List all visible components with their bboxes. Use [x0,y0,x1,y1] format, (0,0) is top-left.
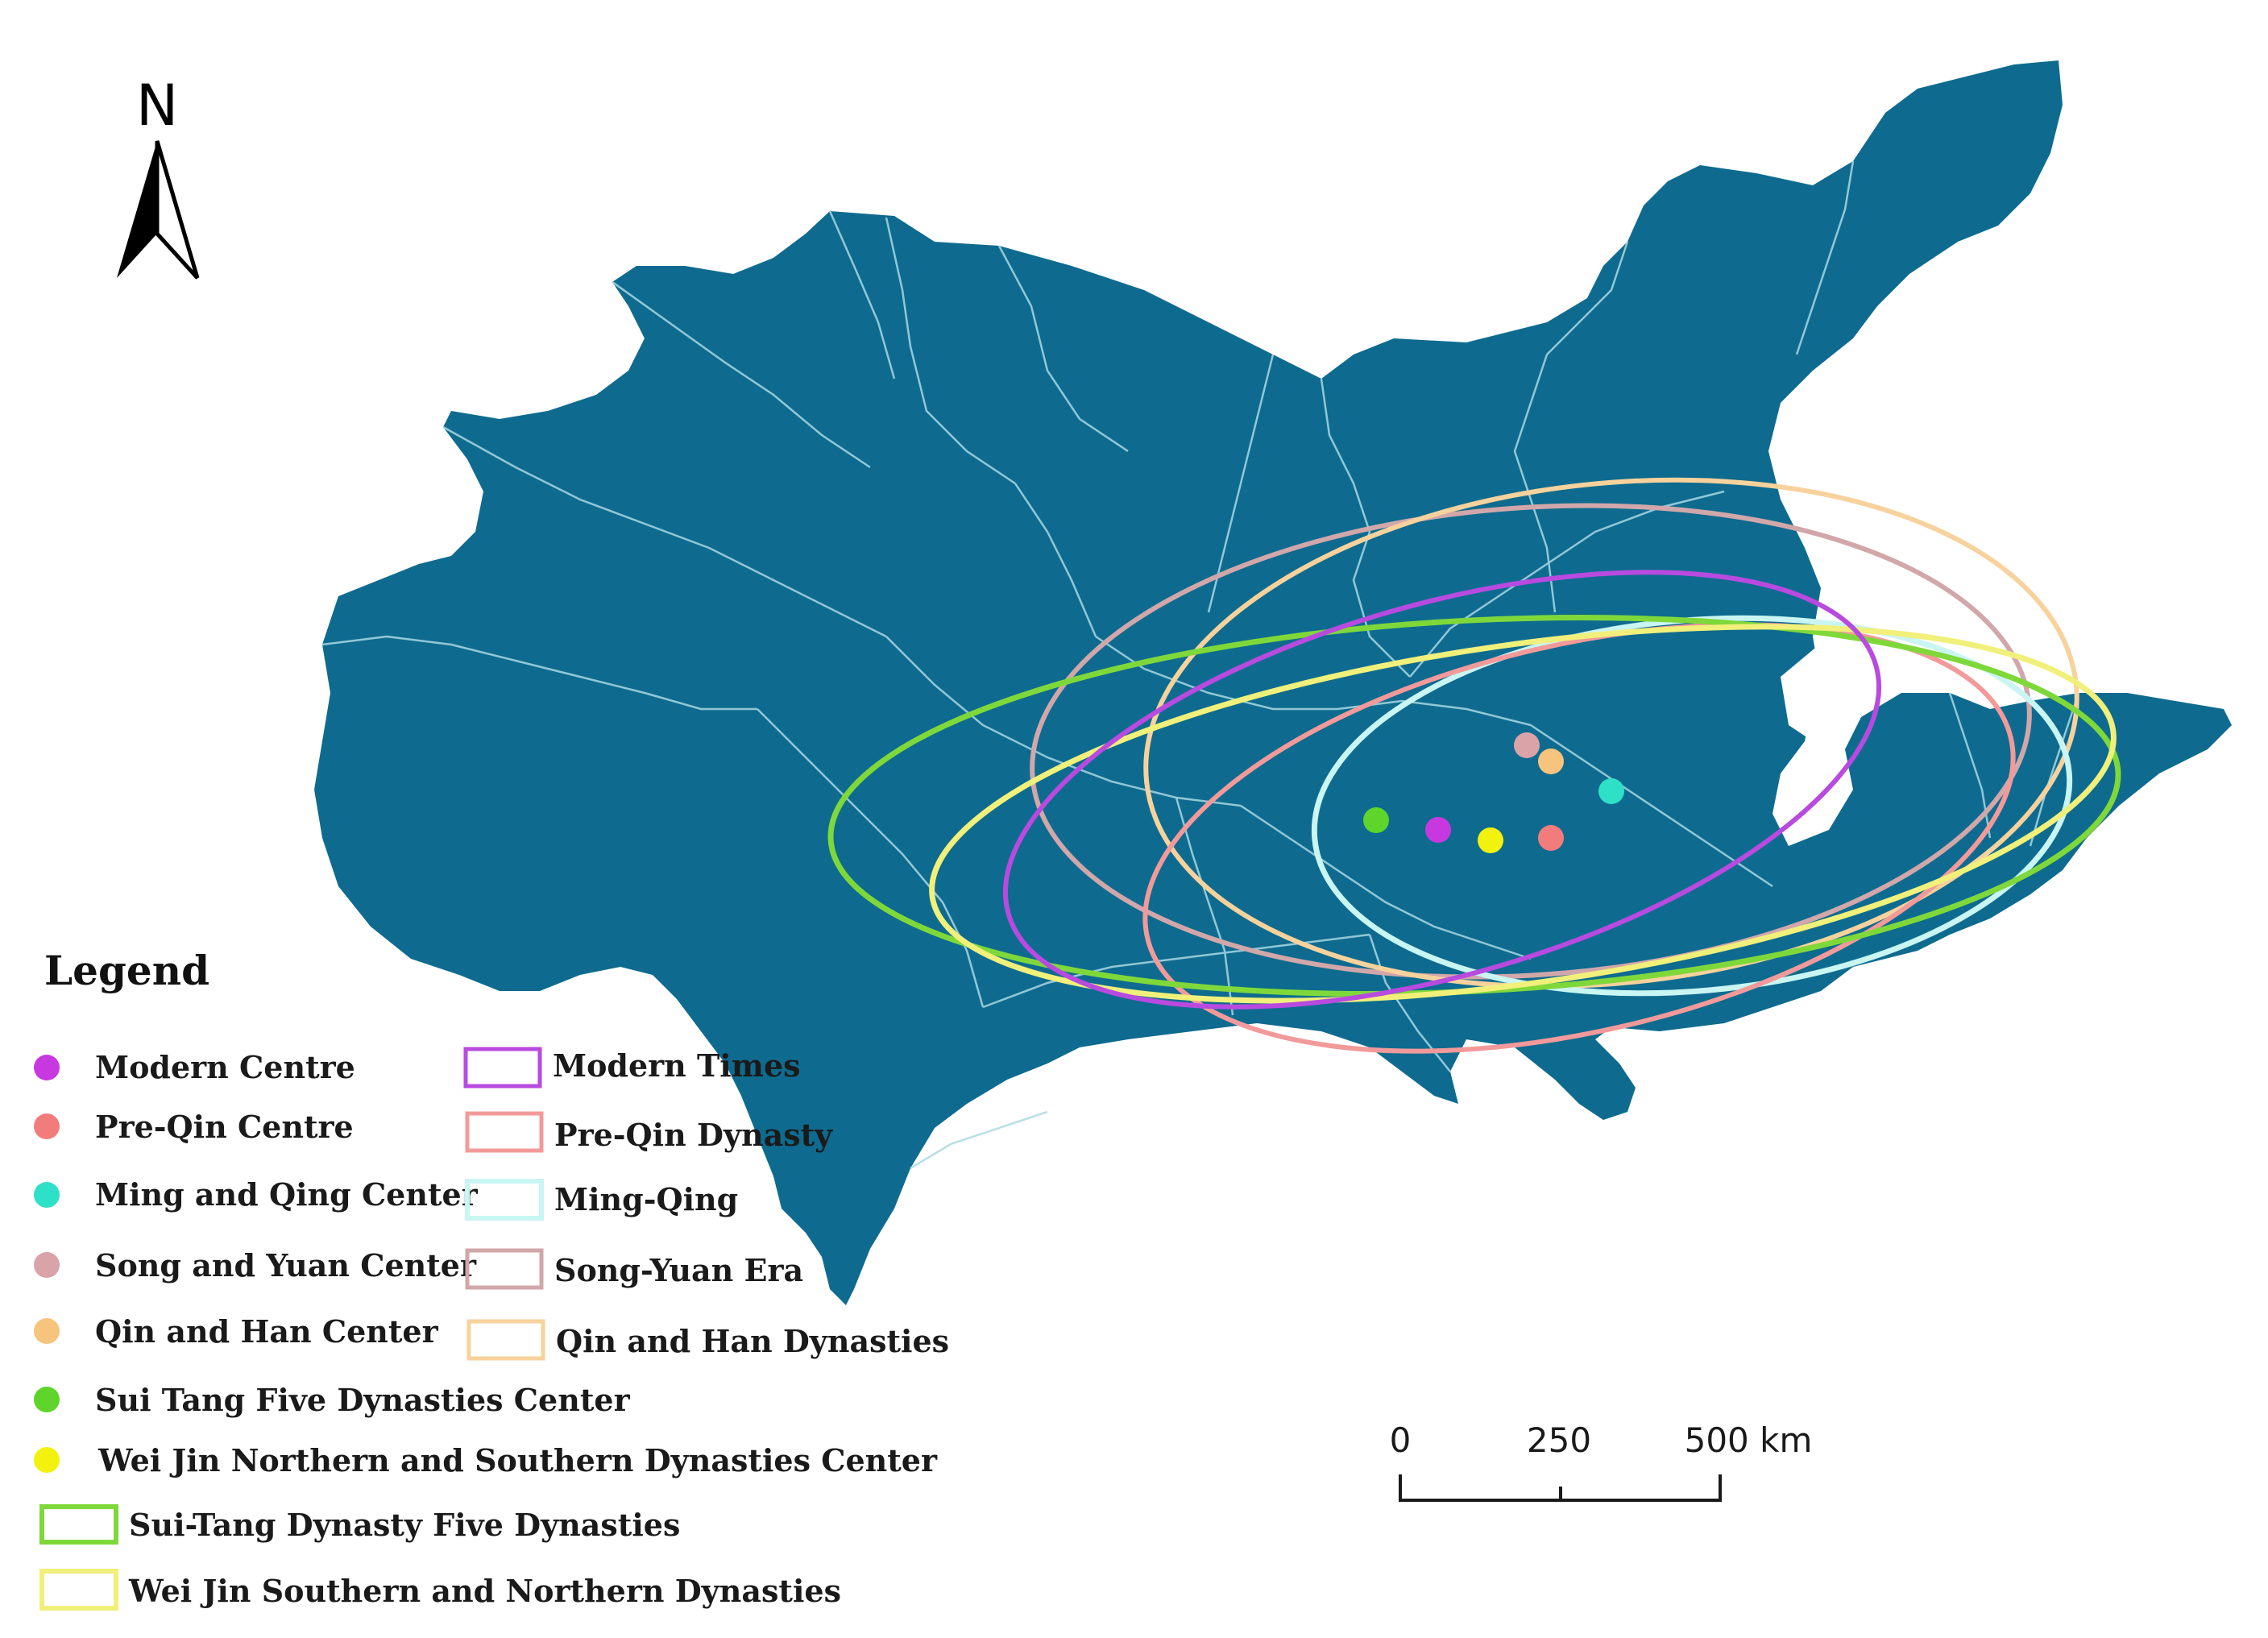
legend-item-songyuan-era: Song-Yuan Era [465,1248,803,1290]
legend-dot-icon [34,1113,60,1139]
legend-label: Song-Yuan Era [554,1252,803,1288]
center-point-songyuan [1514,732,1540,758]
legend-label: Sui-Tang Dynasty Five Dynasties [129,1507,680,1543]
legend-label: Qin and Han Dynasties [556,1323,949,1359]
legend-label: Wei Jin Southern and Northern Dynasties [128,1573,841,1609]
region-landmass [314,60,2232,1305]
ellipse-preqin [1142,622,2016,1054]
legend-rect-icon [465,1111,544,1153]
legend-rect-icon [39,1569,118,1611]
center-point-preqin [1538,825,1564,851]
legend-item-suitang-center: Sui Tang Five Dynasties Center [34,1382,631,1418]
center-point-weijin [1478,827,1503,853]
scale-bar-line [1399,1474,1722,1502]
land-polygon [314,60,2232,1305]
legend-rect-icon [463,1047,542,1089]
internal-boundaries [321,160,2080,1170]
legend-label: Sui Tang Five Dynasties Center [95,1382,631,1418]
legend-item-modern-times: Modern Times [463,1047,801,1089]
center-point-modern [1425,817,1451,843]
legend-label: Wei Jin Northern and Southern Dynasties … [97,1442,938,1478]
legend-label: Pre-Qin Dynasty [554,1117,833,1153]
legend-item-modern-centre: Modern Centre [34,1049,355,1085]
legend-rect-icon [466,1319,545,1361]
legend-item-mingqing: Ming-Qing [465,1179,738,1221]
scale-tick-label-250: 250 [1527,1420,1591,1460]
north-arrow-right-icon [155,140,200,280]
north-arrow-left-icon [117,141,157,278]
legend: Legend Modern Centre Pre-Qin Centre Ming… [34,947,949,1611]
legend-label: Modern Centre [95,1049,355,1085]
legend-item-qinhan-center: Qin and Han Center [34,1313,439,1350]
ellipse-songyuan [1030,503,2032,980]
legend-label: Ming and Qing Center [95,1176,479,1213]
legend-rect-icon [465,1248,544,1290]
legend-item-weijin-ellipse: Wei Jin Southern and Northern Dynasties [39,1569,841,1611]
ellipse-modern [1002,570,1882,1010]
legend-label: Song and Yuan Center [95,1247,477,1283]
legend-item-mingqing-center: Ming and Qing Center [34,1176,479,1213]
legend-dot-icon [34,1447,60,1473]
ellipses-layer [827,477,2121,1054]
scale-tick-label-500: 500 km [1685,1420,1813,1460]
legend-label: Qin and Han Center [95,1313,439,1350]
bay-shape [1781,612,1877,741]
legend-item-suitang-ellipse: Sui-Tang Dynasty Five Dynasties [39,1504,680,1545]
legend-item-preqin-centre: Pre-Qin Centre [34,1109,354,1145]
legend-item-qinhan-dynasties: Qin and Han Dynasties [466,1319,949,1361]
legend-item-songyuan-center: Song and Yuan Center [34,1247,477,1283]
legend-title: Legend [44,947,209,994]
center-point-suitang [1363,807,1389,833]
center-point-qinhan [1538,749,1564,774]
legend-label: Pre-Qin Centre [95,1109,354,1145]
center-point-mingqing [1598,778,1624,804]
centers-layer [1363,732,1624,853]
legend-rect-icon [39,1504,118,1545]
ellipse-weijin [929,624,2117,1004]
legend-dot-icon [34,1182,60,1208]
legend-dot-icon [34,1318,60,1344]
legend-item-weijin-center: Wei Jin Northern and Southern Dynasties … [34,1442,938,1478]
legend-rect-icon [465,1179,544,1221]
legend-label: Modern Times [553,1047,801,1084]
legend-item-preqin-dynasty: Pre-Qin Dynasty [465,1111,833,1153]
legend-dot-icon [34,1252,60,1278]
scale-tick-label-0: 0 [1390,1420,1412,1460]
legend-label: Ming-Qing [554,1181,738,1217]
north-arrow: N [117,73,200,280]
north-arrow-label: N [136,73,178,139]
scale-bar: 0 250 500 km [1390,1420,1813,1502]
legend-dot-icon [34,1055,60,1080]
legend-dot-icon [34,1387,60,1412]
